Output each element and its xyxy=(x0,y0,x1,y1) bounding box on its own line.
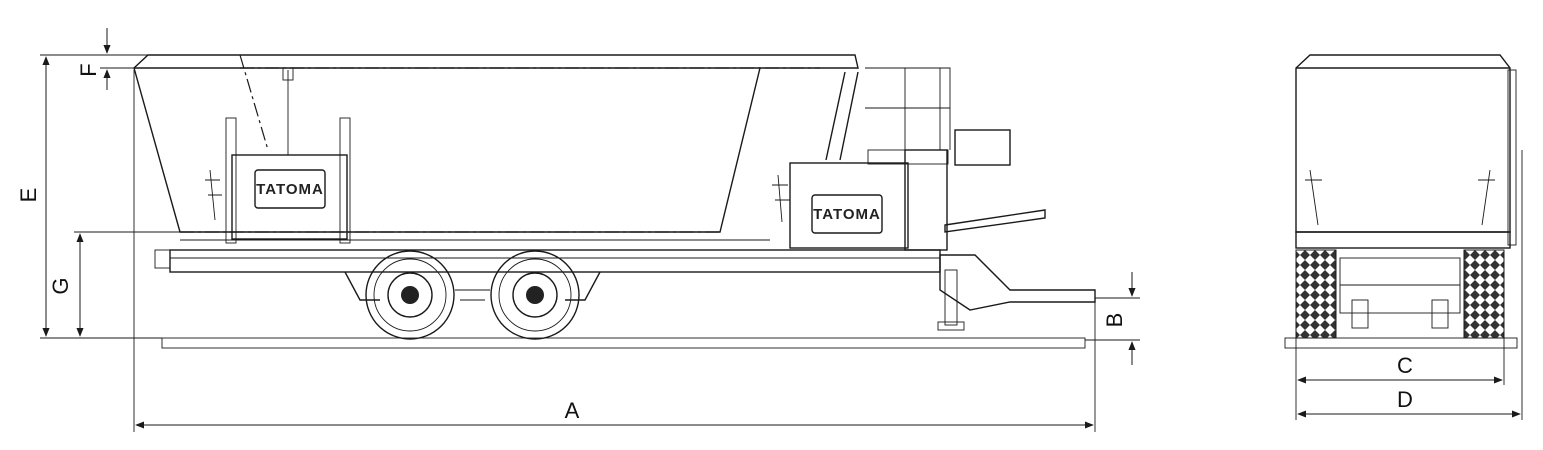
dimension-c-label: C xyxy=(1397,353,1413,378)
brand-logo-right: TATOMA xyxy=(813,206,881,223)
dimension-f-label: F xyxy=(76,63,101,76)
ground-platform-side xyxy=(161,337,1086,349)
front-hopper xyxy=(1295,54,1511,233)
right-side-door xyxy=(789,162,909,249)
ground-platform-front xyxy=(1284,337,1518,349)
dimension-d-label: D xyxy=(1397,387,1413,412)
wheel-front xyxy=(365,250,455,340)
dimension-a-label: A xyxy=(565,398,580,423)
dimension-lines: A E G F B C D xyxy=(16,28,1523,432)
drawbar xyxy=(939,254,1096,311)
dimension-e-label: E xyxy=(16,188,41,203)
front-tire-right xyxy=(1463,249,1505,339)
side-view: TATOMA TATOMA xyxy=(133,54,1096,349)
wheel-rear xyxy=(490,250,580,340)
gearbox-column xyxy=(904,149,948,251)
dimension-b-label: B xyxy=(1102,313,1127,328)
brand-logo-left: TATOMA xyxy=(256,181,324,198)
pto-shaft xyxy=(944,209,1046,233)
front-axle xyxy=(1339,257,1461,314)
front-tire-left xyxy=(1295,249,1337,339)
chassis-frame xyxy=(169,249,941,273)
hopper-body xyxy=(133,54,859,233)
control-box xyxy=(954,129,1011,166)
logo-plate-left xyxy=(254,169,326,209)
logo-plate-right xyxy=(811,194,883,234)
support-leg xyxy=(944,269,958,326)
front-view xyxy=(1284,54,1518,349)
left-side-door xyxy=(231,154,348,240)
dimension-g-label: G xyxy=(48,277,73,294)
